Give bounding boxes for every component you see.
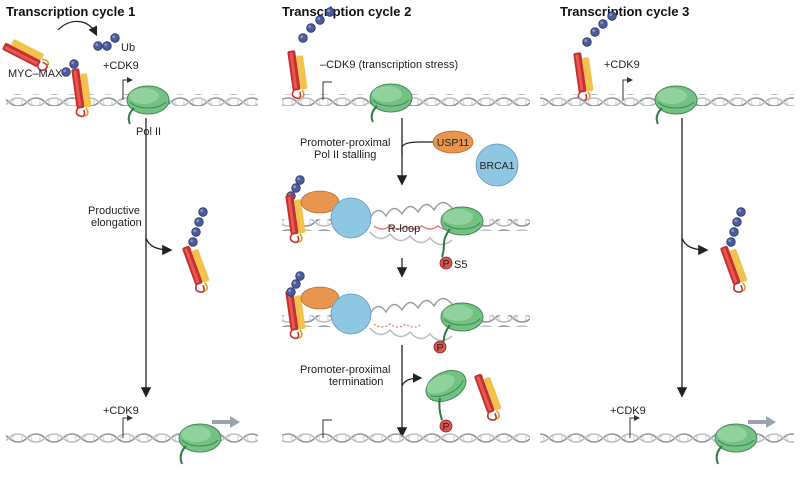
pol-ii-complex bbox=[440, 302, 484, 332]
brca1-label: BRCA1 bbox=[479, 160, 514, 172]
stalling-label: Promoter-proximal bbox=[300, 137, 390, 149]
myc-max-dimer bbox=[70, 67, 93, 118]
cdk9-label: +CDK9 bbox=[604, 59, 640, 71]
phospho-mark bbox=[439, 256, 453, 270]
dna-strand bbox=[282, 432, 530, 444]
ubiquitin-chain bbox=[93, 33, 120, 51]
cdk9-label-bottom: +CDK9 bbox=[103, 405, 139, 417]
released-pol-ii bbox=[420, 363, 472, 409]
cdk9-label: +CDK9 bbox=[103, 60, 139, 72]
ub-label: Ub bbox=[121, 42, 135, 54]
release-arrow bbox=[145, 237, 173, 256]
phospho-label: P bbox=[442, 421, 449, 433]
usp11-label: USP11 bbox=[437, 137, 470, 149]
pol-ii-complex bbox=[440, 206, 484, 236]
myc-max-dimer bbox=[572, 51, 595, 102]
myc-max-label: MYC–MAX bbox=[8, 68, 63, 80]
rna-strand bbox=[373, 225, 451, 230]
brca1-protein bbox=[330, 197, 372, 239]
elongation-label-2: elongation bbox=[91, 217, 142, 229]
tss-arrow bbox=[122, 77, 133, 100]
myc-max-dimer bbox=[286, 49, 309, 100]
tss-mark bbox=[322, 81, 332, 100]
released-myc-max bbox=[180, 241, 213, 296]
ubiquitin-chain bbox=[726, 207, 746, 247]
s5-label: S5 bbox=[454, 259, 467, 271]
stalling-label-2: Pol II stalling bbox=[314, 149, 376, 161]
ubiquitin-chain bbox=[286, 271, 305, 297]
phospho-mark bbox=[433, 340, 447, 354]
released-myc-max bbox=[472, 369, 505, 424]
panel-cycle-1: Transcription cycle 1 Ub MYC–MAX +CDK9 P… bbox=[0, 4, 258, 465]
elongation-label: Productive bbox=[88, 205, 140, 217]
pol-ii-label: Pol II bbox=[136, 126, 161, 138]
ubiquitin-chain bbox=[188, 207, 208, 247]
brca1-protein bbox=[475, 143, 519, 187]
ubiquitination-arrow bbox=[57, 20, 98, 37]
ctd-tail bbox=[179, 445, 187, 465]
panel-cycle-2: Transcription cycle 2 –CDK9 (transcripti… bbox=[282, 4, 530, 444]
panel-title: Transcription cycle 3 bbox=[560, 4, 689, 19]
tss-arrow bbox=[622, 77, 633, 100]
brca1-protein bbox=[330, 293, 372, 335]
tss-arrow bbox=[122, 415, 133, 438]
tss-arrow bbox=[629, 415, 640, 438]
termination-label: Promoter-proximal bbox=[300, 364, 390, 376]
panel-title: Transcription cycle 2 bbox=[282, 4, 411, 19]
phospho-label: P bbox=[442, 258, 449, 270]
cdk9-label-bottom: +CDK9 bbox=[610, 405, 646, 417]
rna-strand bbox=[373, 323, 423, 328]
termination-label-2: termination bbox=[329, 376, 383, 388]
panel-cycle-3: Transcription cycle 3 +CDK9 +CDK9 bbox=[540, 4, 794, 465]
released-myc-max bbox=[718, 241, 751, 296]
panel-title: Transcription cycle 1 bbox=[6, 4, 135, 19]
rloop-label: R-loop bbox=[388, 223, 420, 235]
phospho-label: P bbox=[436, 342, 443, 354]
tss-mark bbox=[322, 419, 332, 438]
ctd-tail bbox=[127, 107, 135, 125]
cdk9-stress-label: –CDK9 (transcription stress) bbox=[320, 59, 458, 71]
displaced-dna-strand bbox=[369, 201, 453, 219]
usp11-protein bbox=[432, 130, 474, 154]
